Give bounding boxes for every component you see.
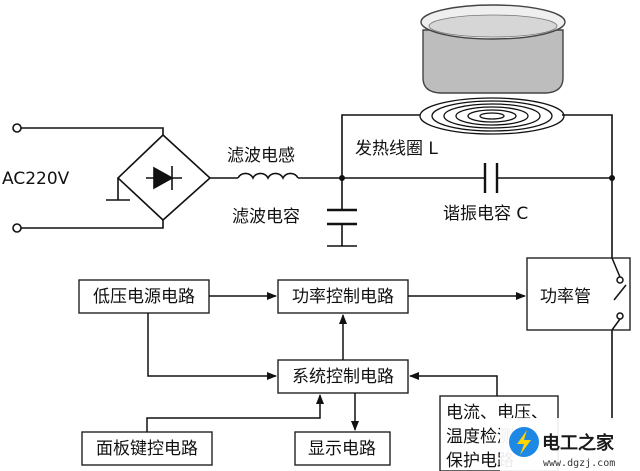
heating-coil (419, 97, 565, 135)
protection-label-line2: 温度检测 (446, 427, 514, 447)
filter-inductor (210, 172, 342, 181)
power-control-label: 功率控制电路 (292, 287, 394, 307)
filter-capacitor-label: 滤波电容 (232, 207, 300, 227)
power-tube-label: 功率管 (540, 287, 591, 307)
block-system-control: 系统控制电路 (277, 359, 409, 394)
watermark-url: www.dgzj.com (543, 458, 615, 469)
filter-capacitor (327, 178, 357, 247)
resonant-capacitor-label: 谐振电容 C (443, 204, 528, 224)
site-watermark: 电工之家 www.dgzj.com (500, 418, 640, 471)
protection-label-line3: 保护电路 (446, 451, 514, 471)
ac-input (12, 123, 164, 233)
block-display: 显示电路 (294, 431, 391, 466)
watermark-brand: 电工之家 (542, 432, 615, 454)
block-power-control: 功率控制电路 (277, 279, 409, 314)
block-low-voltage-supply: 低压电源电路 (78, 279, 210, 314)
block-panel-keys: 面板键控电路 (81, 431, 213, 466)
cooking-pot-icon (420, 4, 566, 94)
ac-source-label: AC220V (2, 169, 70, 189)
bridge-rectifier (106, 133, 212, 222)
block-power-tube: 功率管 (526, 257, 631, 331)
block-protection: 电流、电压、 温度检测 保护电路 (439, 395, 559, 471)
heating-coil-label: 发热线圈 L (355, 139, 438, 159)
junction-dot (609, 175, 615, 181)
panel-keys-label: 面板键控电路 (96, 439, 198, 459)
display-label: 显示电路 (308, 439, 376, 459)
filter-inductor-label: 滤波电感 (227, 146, 295, 166)
resonant-capacitor (483, 163, 499, 193)
lightning-logo-icon (509, 427, 539, 457)
power-bus (341, 114, 613, 420)
signal-arrows (146, 292, 526, 432)
switch-icon (611, 257, 627, 331)
low-voltage-supply-label: 低压电源电路 (93, 287, 195, 307)
system-control-label: 系统控制电路 (292, 367, 394, 387)
